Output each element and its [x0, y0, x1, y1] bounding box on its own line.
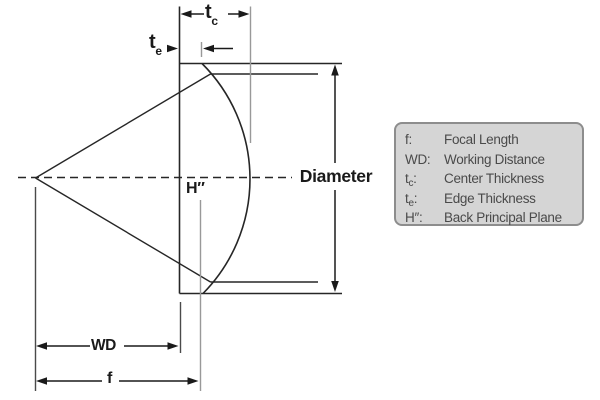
- legend-definition-tc: Center Thickness: [444, 171, 544, 187]
- f-right-arrowhead: [187, 377, 199, 385]
- legend-row-te: te: Edge Thickness: [405, 190, 574, 210]
- f-label: f: [104, 371, 116, 387]
- upper-converging-ray: [35, 73, 211, 179]
- back-principal-plane-label: H″: [186, 180, 205, 197]
- wd-label: WD: [91, 337, 116, 354]
- legend-definition-te: Edge Thickness: [444, 190, 536, 206]
- legend-term-f: f:: [405, 132, 412, 147]
- tc-left-arrowhead: [180, 10, 192, 18]
- wd-dimension: [36, 342, 179, 350]
- te-right-arrowhead: [203, 44, 214, 53]
- legend-term-h: H″:: [405, 210, 423, 226]
- legend-row-tc: tc: Center Thickness: [405, 170, 574, 190]
- te-left-arrowhead: [167, 44, 178, 53]
- f-dimension: [36, 377, 199, 385]
- f-left-arrowhead: [36, 377, 47, 385]
- wd-left-arrowhead: [36, 342, 47, 350]
- legend-definition-f: Focal Length: [444, 132, 519, 147]
- te-label-subscript: e: [155, 44, 162, 58]
- te-label-base: t: [149, 31, 156, 53]
- diameter-top-arrowhead: [331, 64, 339, 76]
- wd-right-arrowhead: [167, 342, 179, 350]
- legend-term-te: te:: [405, 190, 418, 209]
- te-dimension: [167, 44, 233, 53]
- legend-term-wd: WD:: [405, 151, 431, 167]
- diameter-bottom-arrowhead: [331, 281, 339, 292]
- legend-term-tc: tc:: [405, 171, 417, 190]
- te-label: te: [149, 31, 162, 57]
- lower-converging-ray: [35, 177, 211, 283]
- legend-row-f: f: Focal Length: [405, 131, 574, 151]
- light-rays: [35, 73, 318, 283]
- tc-right-arrowhead: [238, 10, 250, 18]
- legend-definition-h: Back Principal Plane: [444, 210, 562, 226]
- diameter-dimension: [331, 64, 339, 292]
- tc-label-base: t: [205, 1, 212, 23]
- tc-label-subscript: c: [211, 14, 218, 28]
- legend-definition-wd: Working Distance: [444, 151, 545, 167]
- dimension-extension-lines: [34, 187, 182, 391]
- tc-dimension: [180, 10, 250, 18]
- legend-box: f: Focal Length WD: Working Distance tc:…: [394, 122, 584, 226]
- lens-outline: [178, 6, 342, 295]
- tc-label: tc: [205, 1, 218, 27]
- diameter-label: Diameter: [296, 167, 376, 187]
- extension-lines: [199, 6, 252, 391]
- legend-row-h: H″: Back Principal Plane: [405, 209, 574, 229]
- legend-row-wd: WD: Working Distance: [405, 151, 574, 171]
- lens-convex-surface: [201, 62, 251, 295]
